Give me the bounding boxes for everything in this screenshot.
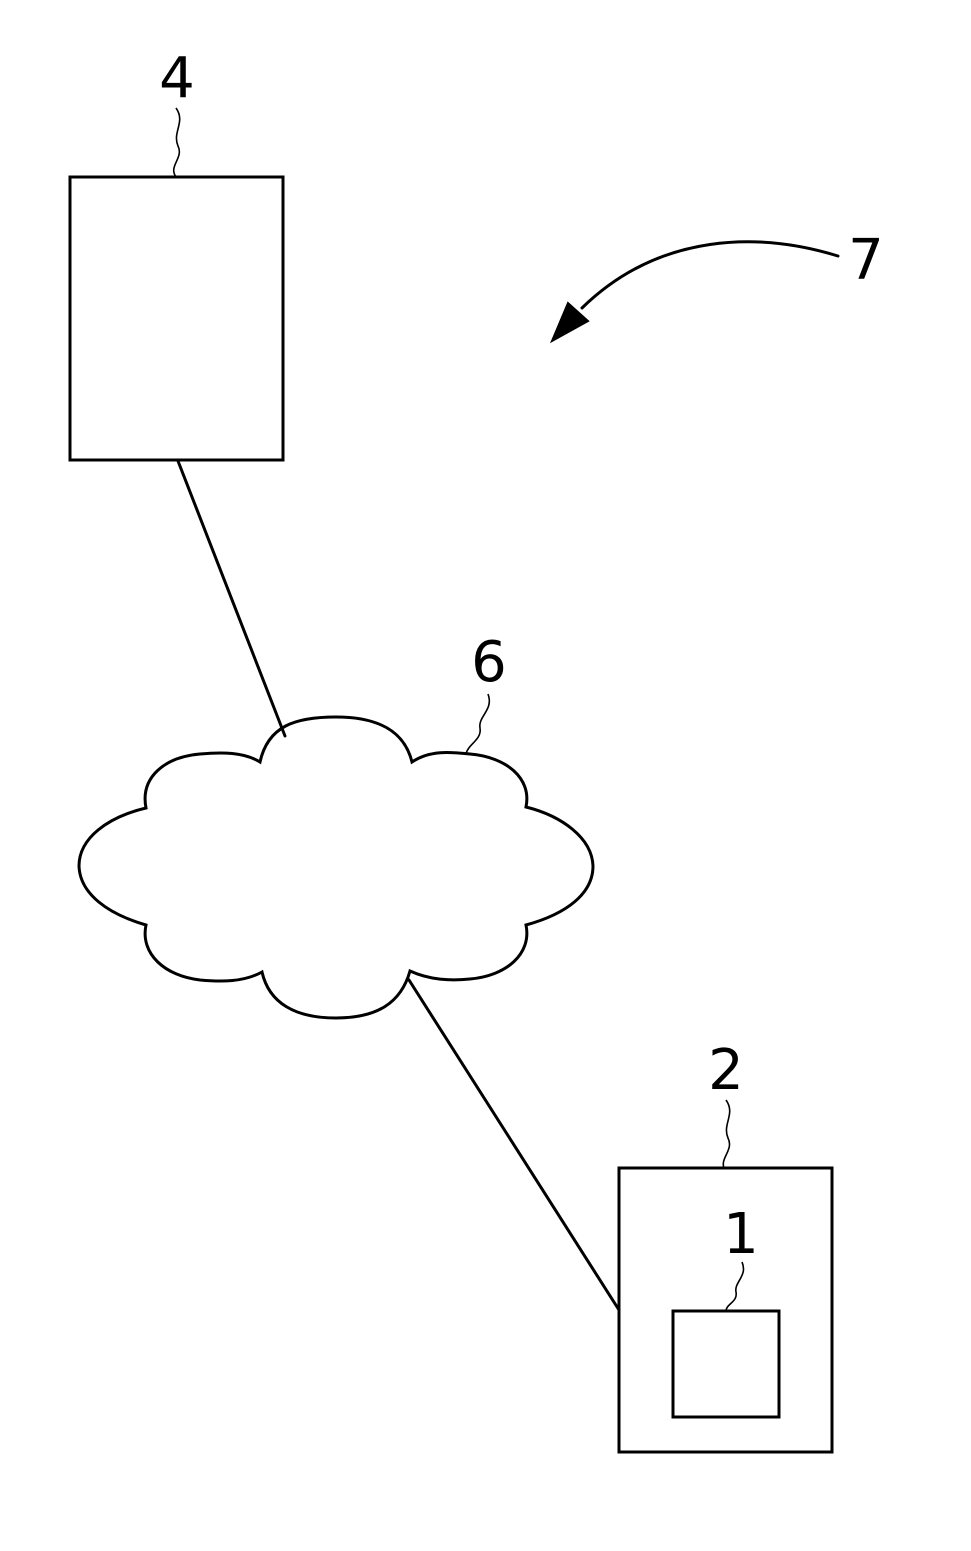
network-leader-line bbox=[466, 694, 489, 754]
server-leader-line bbox=[174, 108, 180, 177]
component-block: 1 bbox=[673, 1202, 779, 1417]
component-leader-line bbox=[726, 1262, 744, 1311]
server-block: 4 bbox=[70, 46, 283, 460]
server-ref-label: 4 bbox=[159, 46, 195, 111]
system-arrow-curve bbox=[582, 242, 838, 308]
network-ref-label: 6 bbox=[471, 630, 507, 695]
device-leader-line bbox=[723, 1100, 729, 1168]
component-box bbox=[673, 1311, 779, 1417]
component-ref-label: 1 bbox=[723, 1202, 759, 1267]
network-device-link bbox=[409, 980, 619, 1310]
network-block: 6 bbox=[79, 630, 593, 1018]
network-cloud bbox=[79, 717, 593, 1018]
system-indicator: 7 bbox=[552, 228, 884, 341]
system-ref-label: 7 bbox=[848, 228, 884, 293]
server-box bbox=[70, 177, 283, 460]
server-network-link bbox=[178, 461, 285, 736]
device-ref-label: 2 bbox=[708, 1038, 744, 1103]
